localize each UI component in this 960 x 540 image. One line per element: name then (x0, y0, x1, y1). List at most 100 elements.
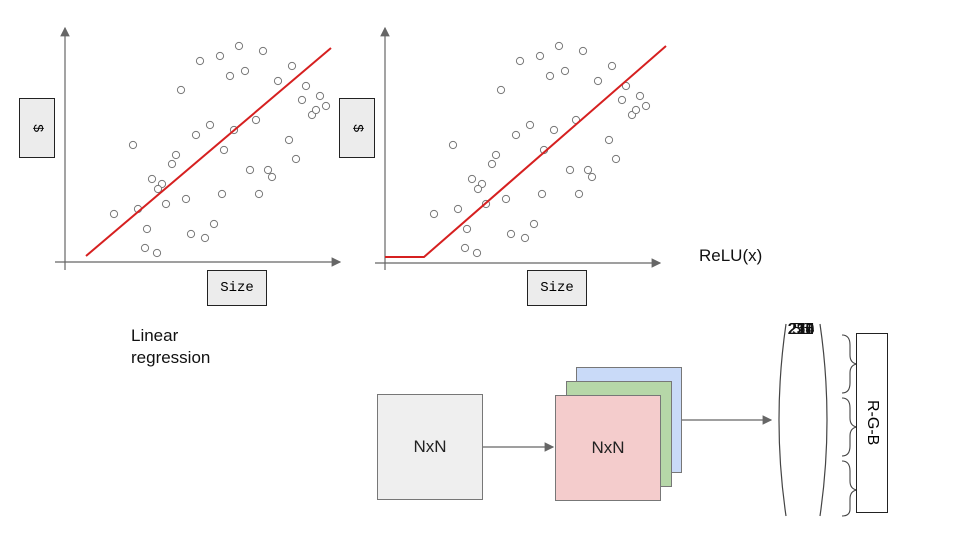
scatter-point (240, 66, 250, 76)
vector-value: 256 (787, 321, 815, 338)
scatter-point (315, 91, 325, 101)
scatter-point (520, 233, 530, 243)
scatter-point (574, 189, 584, 199)
scatter-point (297, 95, 307, 105)
scatter-point (472, 248, 482, 258)
scatter-point (448, 140, 458, 150)
right-scatter-points (429, 41, 651, 258)
scatter-point (487, 159, 497, 169)
scatter-point (254, 189, 264, 199)
scatter-point (560, 66, 570, 76)
scatter-point (604, 135, 614, 145)
scatter-point (429, 209, 439, 219)
left-scatter-points (109, 41, 331, 258)
right-plot-xlabel-box: Size (527, 270, 587, 306)
scatter-point (152, 248, 162, 258)
scatter-point (291, 154, 301, 164)
scatter-point (109, 209, 119, 219)
scatter-point (641, 101, 651, 111)
scatter-point (549, 125, 559, 135)
right-plot-ylabel-box: $ (339, 98, 375, 158)
scatter-point (191, 130, 201, 140)
rgb-label: R-G-B (864, 400, 881, 446)
scatter-point (473, 184, 483, 194)
layer-red: NxN (555, 395, 661, 501)
scatter-point (251, 115, 261, 125)
scatter-point (515, 56, 525, 66)
scatter-point (611, 154, 621, 164)
scatter-point (176, 85, 186, 95)
left-plot-xlabel-box: Size (207, 270, 267, 306)
scatter-point (167, 159, 177, 169)
scatter-point (583, 165, 593, 175)
scatter-point (501, 194, 511, 204)
scatter-point (153, 184, 163, 194)
scatter-point (263, 165, 273, 175)
scatter-point (631, 105, 641, 115)
scatter-point (258, 46, 268, 56)
brace-middle (841, 397, 858, 457)
scatter-point (460, 243, 470, 253)
scatter-point (578, 46, 588, 56)
left-plot-axes (55, 26, 342, 270)
left-plot-ylabel-box: $ (19, 98, 55, 158)
vector-value: . (798, 321, 804, 338)
vector-value: 210 (787, 321, 815, 338)
scatter-point (234, 41, 244, 51)
scatter-point (186, 229, 196, 239)
scatter-point (593, 76, 603, 86)
scatter-point (287, 61, 297, 71)
right-plot-ylabel: $ (349, 123, 365, 133)
scatter-point (554, 41, 564, 51)
scatter-point (301, 81, 311, 91)
scatter-point (284, 135, 294, 145)
scatter-point (225, 71, 235, 81)
vector-left-paren (778, 323, 787, 517)
scatter-point (245, 165, 255, 175)
scatter-point (217, 189, 227, 199)
scatter-point (496, 85, 506, 95)
scatter-point (267, 172, 277, 182)
caption-line-1: Linear (131, 326, 179, 345)
left-plot-xlabel: Size (220, 280, 254, 296)
linear-regression-caption: Linear regression (131, 325, 210, 369)
vector-value: . (798, 321, 804, 338)
scatter-point (140, 243, 150, 253)
scatter-point (635, 91, 645, 101)
scatter-point (506, 229, 516, 239)
scatter-point (617, 95, 627, 105)
scatter-point (511, 130, 521, 140)
scatter-point (525, 120, 535, 130)
scatter-point (529, 219, 539, 229)
vector-value: 56 (792, 321, 810, 338)
scatter-point (161, 199, 171, 209)
stack-label: NxN (591, 438, 625, 457)
relu-line (385, 45, 667, 258)
vector-value: . (798, 321, 804, 338)
scatter-point (535, 51, 545, 61)
scatter-point (607, 61, 617, 71)
scatter-point (537, 189, 547, 199)
scatter-point (200, 233, 210, 243)
scatter-point (621, 81, 631, 91)
vector-value: 225 (787, 321, 815, 338)
linear-regression-line (85, 47, 332, 257)
vector-value: 214 (787, 321, 815, 338)
scatter-point (453, 204, 463, 214)
relu-caption: ReLU(x) (699, 246, 763, 265)
scatter-point (587, 172, 597, 182)
vector-right-paren (819, 323, 828, 517)
scatter-point (209, 219, 219, 229)
scatter-point (565, 165, 575, 175)
vector-value: 211 (788, 321, 814, 338)
scatter-point (181, 194, 191, 204)
caption-line-2: regression (131, 348, 211, 367)
input-matrix-label: NxN (413, 437, 447, 456)
brace-top (841, 334, 858, 394)
left-plot-ylabel: $ (29, 123, 45, 133)
scatter-point (147, 174, 157, 184)
scatter-point (462, 224, 472, 234)
scatter-point (545, 71, 555, 81)
input-matrix: NxN (377, 394, 483, 500)
